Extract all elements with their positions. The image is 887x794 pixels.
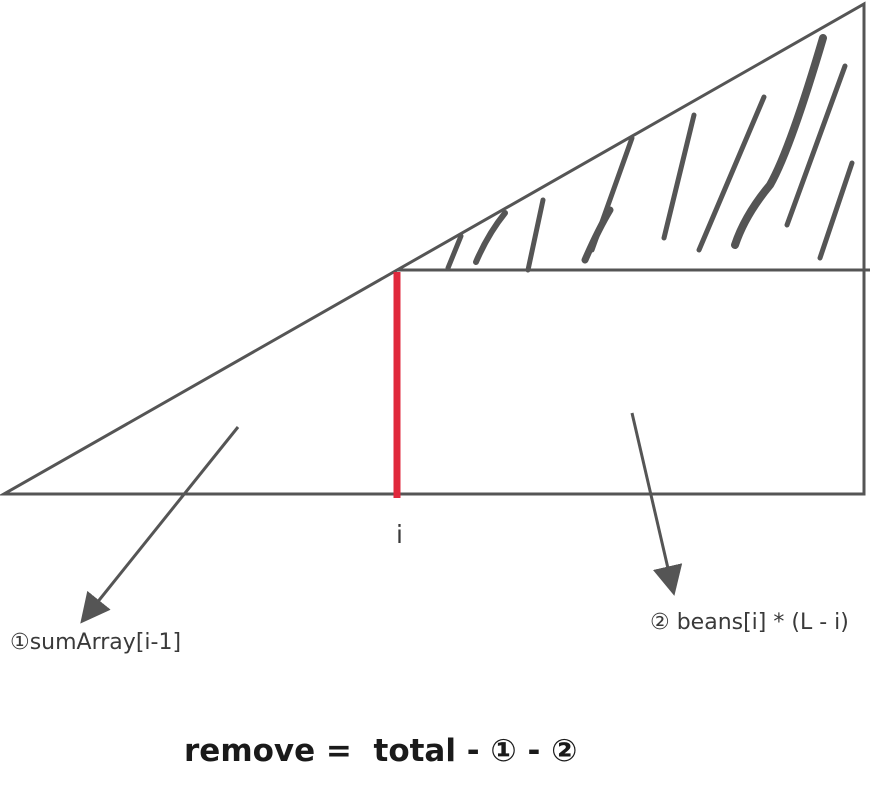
hatch-stroke xyxy=(525,197,546,273)
hatch-stroke xyxy=(696,94,767,253)
index-label: i xyxy=(396,520,403,549)
triangle-outline xyxy=(0,1,866,496)
arrow-to-region-two xyxy=(630,412,683,596)
hatch-stroke xyxy=(817,160,855,261)
formula-text: remove = total - ① - ② xyxy=(184,733,578,769)
hatch-stroke xyxy=(731,34,827,249)
hatch-stroke xyxy=(445,233,464,271)
hatch-stroke xyxy=(784,63,848,228)
hatch-stroke xyxy=(661,112,697,241)
hatch-marks xyxy=(445,34,855,273)
region-one-label: ①sumArray[i-1] xyxy=(10,630,182,655)
arrow-to-region-one xyxy=(80,426,240,624)
hatch-stroke xyxy=(473,210,508,265)
hatch-stroke xyxy=(589,135,635,253)
region-two-label: ② beans[i] * (L - i) xyxy=(650,610,849,635)
